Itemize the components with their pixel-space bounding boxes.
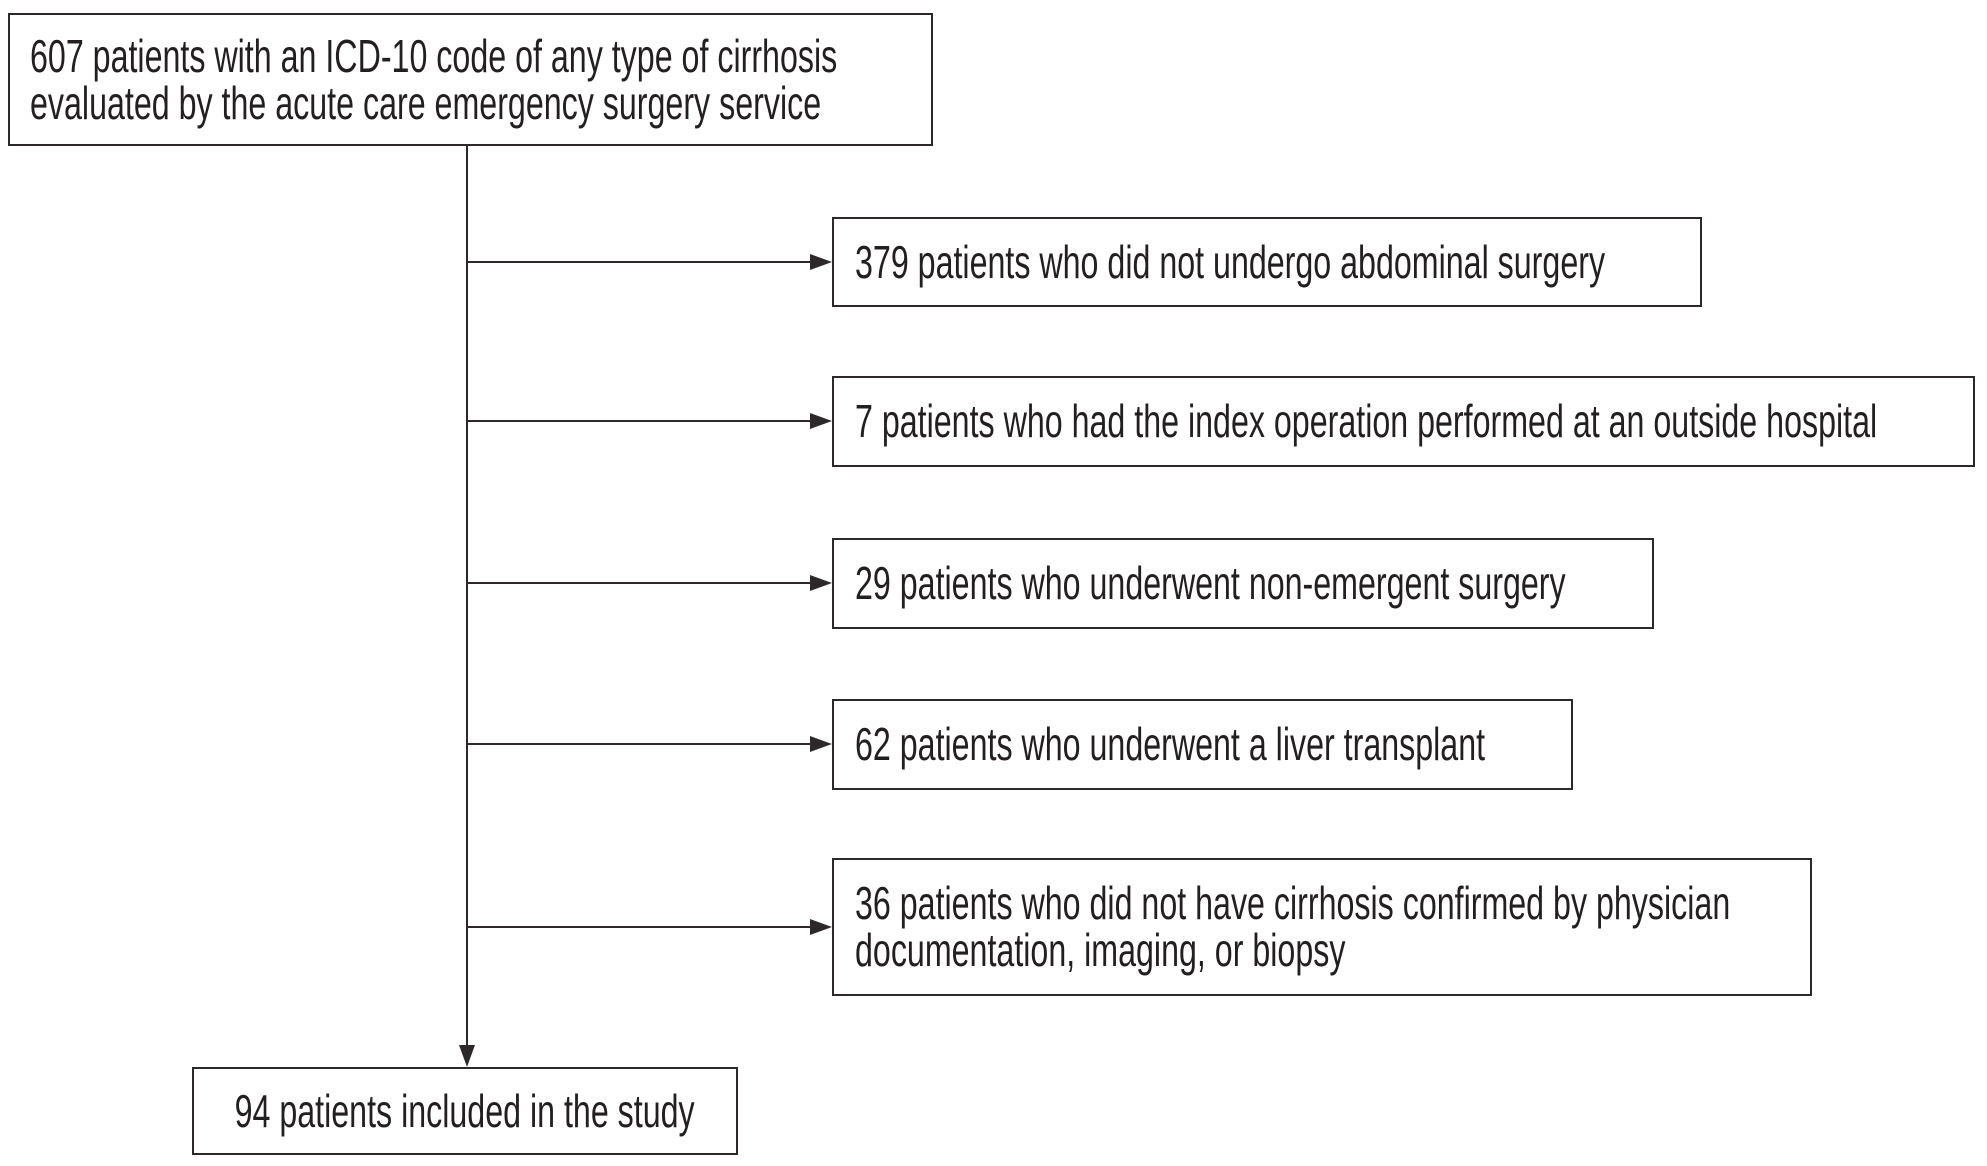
node-included-in-study: 94 patients included in the study [192,1067,738,1155]
node-exclusion-non-emergent-surgery: 29 patients who underwent non-emergent s… [832,538,1654,629]
node-exclusion-liver-transplant: 62 patients who underwent a liver transp… [832,699,1573,790]
node-exclusion-label: 7 patients who had the index operation p… [855,395,1878,447]
node-source-label: 607 patients with an ICD-10 code of any … [30,29,838,129]
exclusion-branch-line [468,582,810,584]
arrowhead-right-icon [810,919,832,935]
node-source-patients: 607 patients with an ICD-10 code of any … [8,13,933,146]
node-exclusion-label: 62 patients who underwent a liver transp… [855,718,1486,770]
node-exclusion-outside-hospital: 7 patients who had the index operation p… [832,376,1975,467]
arrowhead-right-icon [810,736,832,752]
exclusion-branch-line [468,420,810,422]
node-exclusion-label: 379 patients who did not undergo abdomin… [855,235,1606,288]
arrowhead-right-icon [810,254,832,270]
arrowhead-right-icon [810,575,832,591]
exclusion-branch-line [468,926,810,928]
node-exclusion-cirrhosis-not-confirmed: 36 patients who did not have cirrhosis c… [832,858,1812,996]
node-exclusion-label: 36 patients who did not have cirrhosis c… [855,877,1731,976]
arrowhead-down-icon [459,1045,475,1067]
arrowhead-right-icon [810,413,832,429]
main-flow-line [466,146,468,1045]
exclusion-branch-line [468,743,810,745]
node-exclusion-label: 29 patients who underwent non-emergent s… [855,557,1566,609]
node-exclusion-no-abdominal-surgery: 379 patients who did not undergo abdomin… [832,217,1702,307]
node-result-label: 94 patients included in the study [234,1084,696,1137]
exclusion-branch-line [468,261,810,263]
